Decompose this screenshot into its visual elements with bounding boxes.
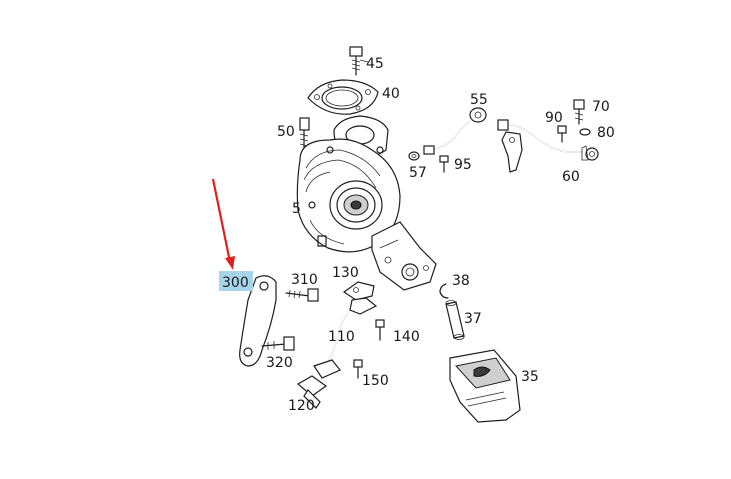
part-37-hose: [445, 300, 465, 340]
part-5-turbocharger: [296, 115, 437, 291]
label-130: 130: [332, 265, 359, 281]
part-50-stud: [299, 117, 310, 149]
label-5: 5: [292, 201, 301, 217]
label-150: 150: [362, 373, 389, 389]
part-60-return-pipe: [497, 119, 599, 173]
label-38: 38: [452, 273, 470, 289]
label-50: 50: [277, 124, 295, 140]
label-95: 95: [454, 157, 472, 173]
part-70-bolt: [573, 99, 585, 125]
label-55: 55: [470, 92, 488, 108]
part-45-bolt: [349, 46, 369, 76]
label-110: 110: [328, 329, 355, 345]
label-57: 57: [409, 165, 427, 181]
label-310: 310: [291, 272, 318, 288]
part-310-screw: [285, 288, 319, 302]
part-95-screw: [439, 155, 449, 173]
part-320-screw: [261, 336, 295, 351]
part-110-pipe: [313, 297, 378, 379]
part-57-washer: [408, 151, 420, 161]
label-35: 35: [521, 369, 539, 385]
part-130-gasket: [342, 281, 375, 301]
part-55-oil-pipe: [423, 107, 487, 155]
label-140: 140: [393, 329, 420, 345]
part-35-actuator: [449, 349, 521, 423]
label-320: 320: [266, 355, 293, 371]
part-140-screw: [375, 319, 385, 341]
label-90: 90: [545, 110, 563, 126]
label-60: 60: [562, 169, 580, 185]
part-120-gasket: [296, 375, 328, 409]
highlight-300: [219, 271, 253, 291]
label-40: 40: [382, 86, 400, 102]
label-80: 80: [597, 125, 615, 141]
label-300: 300: [222, 275, 249, 291]
part-80-seal: [579, 128, 591, 136]
pointer-arrow: [211, 178, 235, 270]
label-70: 70: [592, 99, 610, 115]
label-120: 120: [288, 398, 315, 414]
part-38-clip: [439, 283, 449, 299]
part-150-screw: [353, 359, 363, 379]
part-90-screw: [557, 125, 567, 143]
part-300-bracket: [239, 275, 277, 367]
part-40-gasket: [307, 79, 379, 115]
label-45: 45: [366, 56, 384, 72]
label-37: 37: [464, 311, 482, 327]
